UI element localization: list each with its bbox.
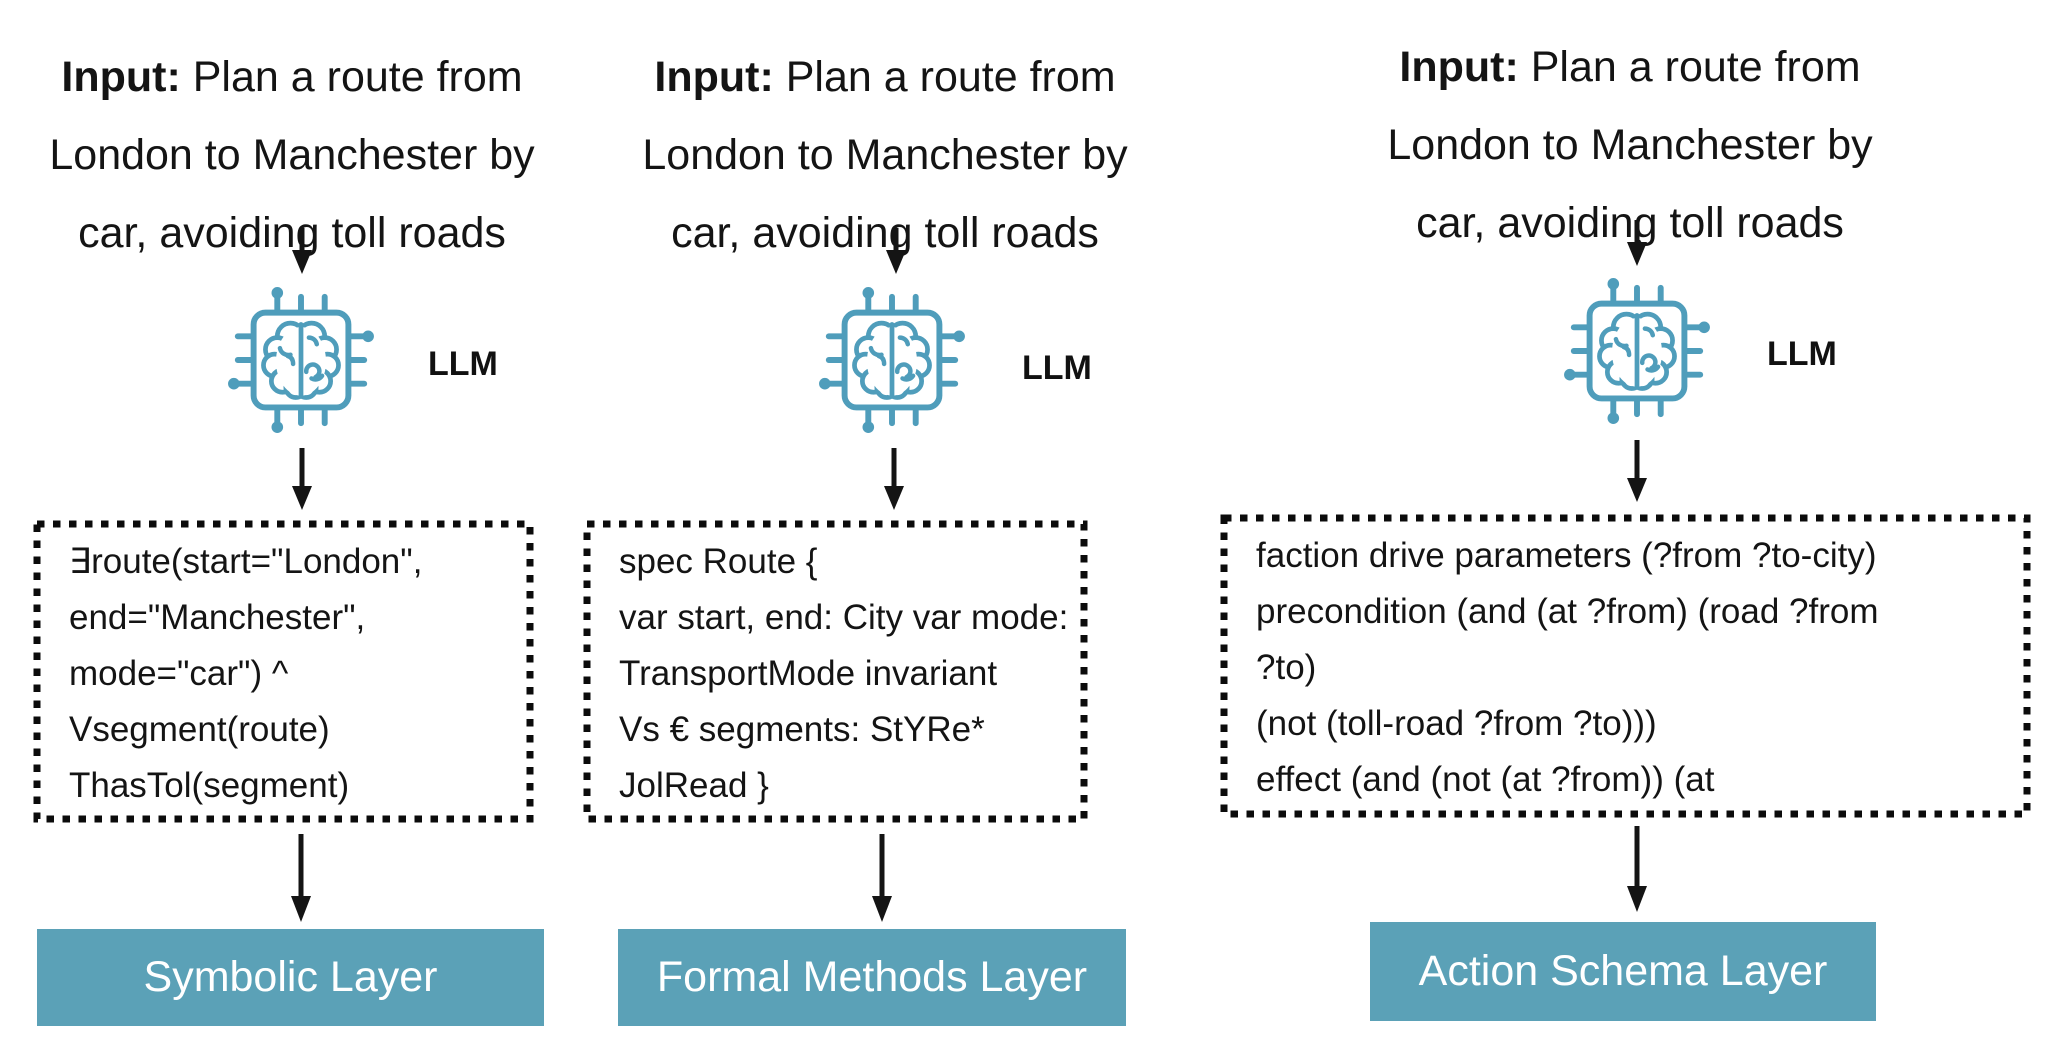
llm-label: LLM: [1767, 335, 1837, 373]
arrow-llm-to-output: [1627, 440, 1647, 502]
arrow-output-to-layer: [1627, 826, 1647, 912]
input-prompt-action-schema: Input: Plan a route from London to Manch…: [1370, 28, 1890, 262]
code-line: Vsegment(route): [69, 710, 330, 749]
arrow-output-to-layer: [872, 834, 892, 922]
llm-chip-brain-icon: [813, 281, 971, 439]
formal-methods-output-box: spec Route { var start, end: City var mo…: [583, 520, 1132, 837]
code-line: Vs € segments: StYRe*: [619, 710, 985, 749]
input-prompt-formal: Input: Plan a route from London to Manch…: [625, 38, 1145, 272]
input-prompt-text: Plan a route from London to Manchester b…: [49, 53, 535, 257]
arrow-input-to-llm: [886, 228, 906, 274]
code-line: faction drive parameters (?from ?to-city…: [1256, 536, 1877, 575]
code-line: JolRead }: [619, 766, 769, 805]
code-line: var start, end: City var mode:: [619, 598, 1069, 637]
layer-label: Symbolic Layer: [143, 953, 438, 1001]
input-prompt-symbolic: Input: Plan a route from London to Manch…: [32, 38, 552, 272]
input-label: Input:: [1399, 43, 1519, 91]
code-line: TransportMode invariant: [619, 654, 998, 693]
action-schema-output-box: faction drive parameters (?from ?to-city…: [1220, 514, 2054, 832]
code-line: ∃route(start="London",: [69, 542, 423, 581]
code-line: effect (and (not (at ?from)) (at: [1256, 760, 1715, 799]
llm-chip-brain-icon: [1558, 272, 1716, 430]
llm-label: LLM: [428, 345, 498, 383]
layer-label: Formal Methods Layer: [656, 953, 1088, 1001]
llm-label: LLM: [1022, 349, 1092, 387]
code-line: precondition (and (at ?from) (road ?from: [1256, 592, 1879, 631]
input-label: Input:: [61, 53, 181, 101]
arrow-llm-to-output: [884, 448, 904, 510]
code-line: ThasTol(segment): [69, 766, 350, 805]
input-label: Input:: [654, 53, 774, 101]
llm-chip-brain-icon: [222, 281, 380, 439]
formal-methods-layer-box: Formal Methods Layer: [618, 929, 1126, 1026]
arrow-output-to-layer: [291, 834, 311, 922]
code-line: spec Route {: [619, 542, 818, 581]
arrow-llm-to-output: [292, 448, 312, 510]
arrow-input-to-llm: [292, 228, 312, 274]
code-line: (not (toll-road ?from ?to))): [1256, 704, 1657, 743]
code-line: ?to): [1256, 648, 1317, 687]
arrow-input-to-llm: [1627, 220, 1647, 266]
symbolic-layer-box: Symbolic Layer: [37, 929, 544, 1026]
symbolic-output-box: ∃route(start="London", end="Manchester",…: [33, 520, 578, 837]
code-line: end="Manchester",: [69, 598, 366, 637]
input-prompt-text: Plan a route from London to Manchester b…: [642, 53, 1128, 257]
layer-label: Action Schema Layer: [1418, 947, 1828, 995]
code-line: mode="car") ^: [69, 654, 289, 693]
input-prompt-text: Plan a route from London to Manchester b…: [1387, 43, 1873, 247]
action-schema-layer-box: Action Schema Layer: [1370, 922, 1876, 1021]
